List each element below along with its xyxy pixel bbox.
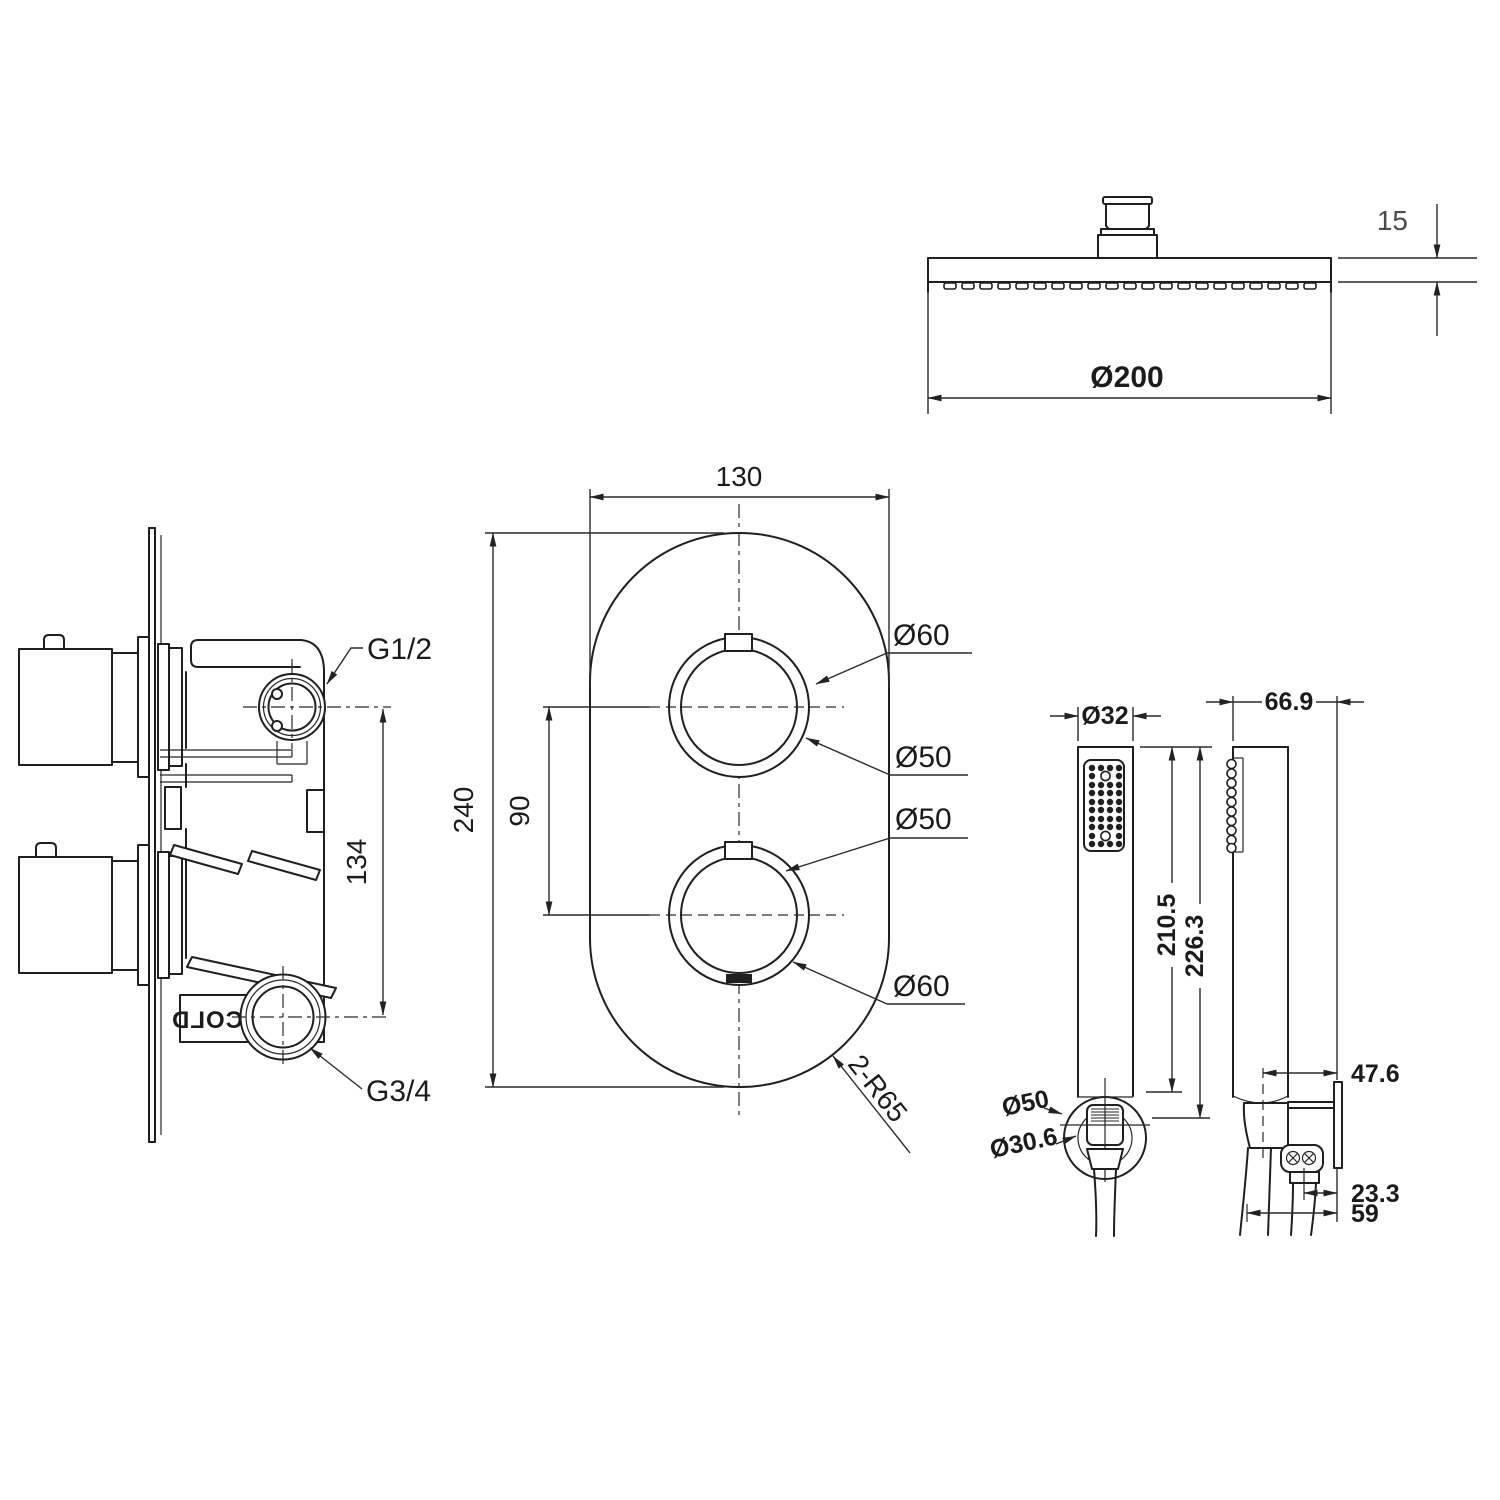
dim-handset-depth-label: 66.9: [1265, 688, 1314, 716]
connector-base: [1097, 234, 1158, 259]
valve-outlet-tab: [306, 789, 325, 833]
trim-top-handle: [543, 633, 844, 778]
valve-trim-front-view: 130 240 90 Ø60 Ø50 Ø50 Ø60 2-R65: [448, 461, 972, 1154]
hose-side: [1239, 1147, 1249, 1236]
hose-nut-front: [1086, 1148, 1124, 1170]
bottom-handle-indicator-notch: [724, 841, 753, 860]
dim-holder-outer-label: Ø50: [999, 1085, 1051, 1122]
hand-shower-side-view: 66.9 47.6 23.3 59: [1206, 688, 1400, 1236]
trim-bottom-handle: [543, 841, 844, 986]
shower-head-nozzles: [943, 282, 1317, 290]
dim-holder-depth-label: 47.6: [1351, 1060, 1400, 1088]
valve-bottom-port-g34: [232, 966, 391, 1064]
dim-port-spacing-label: 134: [341, 839, 372, 886]
bottom-port-thread-label: G3/4: [366, 1075, 431, 1108]
bottom-handle-neck: [111, 860, 139, 971]
valve-side-fitting: [164, 786, 182, 830]
dim-handset-length-label: 210.5: [1153, 894, 1181, 957]
cold-marking-text: COLD: [171, 1007, 243, 1034]
bottom-handle-flange: [137, 844, 150, 986]
dim-handset-diameter-label: Ø32: [1081, 702, 1128, 730]
dim-handle-spacing-label: 90: [504, 795, 535, 826]
bottom-handle-button: [35, 842, 57, 858]
top-handle-indicator-notch: [724, 633, 753, 652]
shower-arm-connector: [1105, 203, 1150, 232]
dim-hose-offset-label: 59: [1351, 1200, 1379, 1228]
valve-rough-in-side-view: COLD 134 G1/2 G3/4: [18, 527, 432, 1143]
valve-top-port-g12: [243, 659, 391, 749]
shower-arm-connector-cap: [1102, 196, 1153, 205]
valve-slat: [169, 844, 243, 875]
spray-nozzle-dots: [1088, 764, 1123, 848]
bottom-handle-body: [18, 856, 113, 974]
elbow-nut-detail: [1285, 1150, 1317, 1166]
dim-outlet-offset-label: 23.3: [1351, 1180, 1400, 1208]
dim-corner-radius-label: 2-R65: [842, 1049, 914, 1128]
dim-handset-overall-length-label: 226.3: [1181, 915, 1209, 978]
shower-head-disc: [927, 257, 1332, 283]
top-handle-neck: [111, 652, 139, 763]
dim-head-thickness-label: 15: [1377, 205, 1408, 236]
hose-front: [1093, 1168, 1098, 1237]
bottom-handle-indicator-mark: [726, 974, 752, 983]
dim-bottom-handle-inner-label: Ø50: [895, 803, 952, 836]
top-port-thread-label: G1/2: [367, 633, 432, 666]
cold-inlet-block: [179, 994, 249, 1043]
valve-slat: [247, 850, 321, 881]
top-handle-flange: [137, 636, 150, 778]
top-handle-body: [18, 648, 113, 766]
top-handle-button: [43, 634, 65, 650]
wall-plate-side: [1333, 1081, 1343, 1169]
dim-top-handle-inner-label: Ø50: [895, 741, 952, 774]
hand-shower-front-view: Ø32 210.5 226.3 Ø50 Ø30.6: [987, 702, 1212, 1237]
dim-plate-height-label: 240: [448, 787, 479, 834]
wall-bracket-side: [1242, 1102, 1289, 1149]
dim-bottom-handle-outer-label: Ø60: [893, 970, 950, 1003]
dim-head-diameter-label: Ø200: [1090, 361, 1163, 394]
dim-top-handle-outer-label: Ø60: [893, 619, 950, 652]
dim-holder-inner-label: Ø30.6: [987, 1122, 1059, 1164]
dim-plate-width-label: 130: [716, 461, 763, 492]
spray-nozzles-side: [1226, 758, 1237, 854]
valve-body-outline: [185, 639, 325, 1043]
overhead-shower-side-view: 15 Ø200: [927, 196, 1477, 414]
